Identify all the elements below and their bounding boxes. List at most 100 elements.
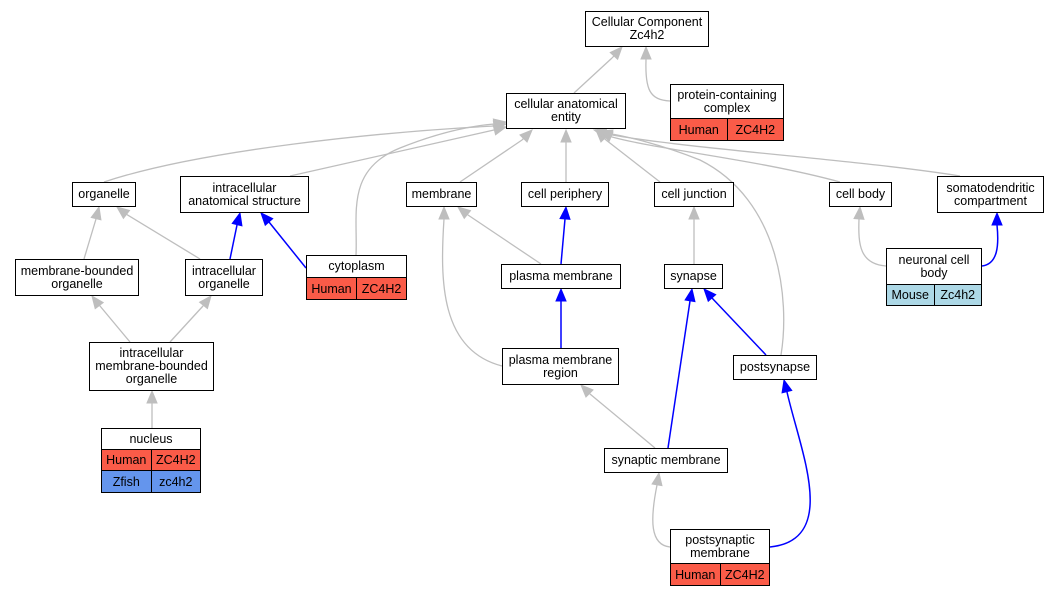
node-label: cellular anatomical (514, 97, 618, 111)
node-protein-containing-complex[interactable]: protein-containing complex (670, 84, 784, 119)
node-label: synaptic membrane (611, 453, 721, 467)
gene-badge: ZC4H2 (150, 450, 200, 470)
arrowhead (231, 211, 243, 227)
node-cytoplasm[interactable]: cytoplasm (306, 255, 407, 278)
edge-somatodendritic-compartment-to-cellular-anatomical-entity (611, 134, 961, 177)
node-cellular-anatomical-entity[interactable]: cellular anatomical entity (506, 93, 626, 129)
species-badge: Zfish (102, 471, 151, 492)
node-label: postsynapse (739, 360, 811, 374)
edge-membrane-bounded-organelle-to-organelle (83, 218, 97, 260)
arrowhead (559, 205, 571, 220)
edge-postsynapse-to-cellular-anatomical-entity (605, 132, 785, 356)
node-postsynapse[interactable]: postsynapse (733, 355, 817, 380)
node-label: organelle (198, 276, 250, 291)
node-synaptic-membrane[interactable]: synaptic membrane (604, 448, 728, 473)
node-label: plasma membrane (509, 269, 613, 283)
edge-neuronal-cell-body-to-somatodendritic-compartment (981, 224, 999, 267)
node-cell-junction[interactable]: cell junction (654, 182, 734, 207)
species-badge: Human (671, 564, 720, 585)
node-synapse[interactable]: synapse (664, 264, 723, 289)
node-organelle[interactable]: organelle (72, 182, 136, 207)
annotation-row: Zfish zc4h2 (101, 471, 201, 493)
node-label: anatomical structure (188, 193, 301, 208)
node-cell-body[interactable]: cell body (829, 182, 892, 207)
node-neuronal-cell-body[interactable]: neuronal cell body (886, 248, 982, 285)
node-label: plasma membrane (508, 352, 613, 367)
edge-cell-body-to-cellular-anatomical-entity (611, 136, 841, 183)
annotation-row: Human ZC4H2 (670, 119, 784, 141)
edge-connector (202, 304, 205, 307)
species-badge: Human (671, 119, 727, 140)
node-label: compartment (954, 193, 1027, 208)
node-label: organelle (78, 187, 130, 201)
edge-postsynaptic-membrane-to-synaptic-membrane (652, 484, 671, 548)
node-plasma-membrane-region[interactable]: plasma membrane region (502, 348, 619, 385)
node-membrane-bounded-organelle[interactable]: membrane-bounded organelle (15, 259, 139, 296)
edge-synaptic-membrane-to-plasma-membrane-region (589, 393, 656, 449)
node-label: cell body (835, 187, 886, 201)
arrowhead (438, 205, 450, 220)
arrowhead (688, 205, 700, 220)
node-intracellular-organelle[interactable]: intracellular organelle (185, 259, 263, 296)
annotation-row: Human ZC4H2 (670, 564, 770, 586)
edge-connector (589, 393, 591, 395)
arrowhead (684, 287, 696, 303)
species-badge: Human (102, 450, 151, 470)
node-label: organelle (51, 276, 103, 291)
node-intracellular-anatomical-structure[interactable]: intracellular anatomical structure (180, 176, 309, 213)
edge-intracellular-membrane-bounded-organelle-to-membrane-bounded-organelle (94, 299, 131, 343)
arrowhead (651, 471, 663, 487)
arrowhead (90, 205, 102, 221)
arrowhead (560, 128, 572, 143)
edge-neuronal-cell-body-to-cell-body (858, 218, 887, 267)
edge-connector (521, 138, 524, 141)
node-label: nucleus (129, 431, 173, 446)
node-label: membrane (411, 187, 472, 201)
node-label: region (543, 365, 578, 380)
annotation-row: Mouse Zc4h2 (886, 285, 982, 306)
node-label: cytoplasm (328, 259, 385, 273)
gene-badge: Zc4h2 (933, 285, 981, 305)
edge-intracellular-membrane-bounded-organelle-to-intracellular-organelle (169, 305, 204, 343)
node-postsynaptic-membrane[interactable]: postsynaptic membrane (670, 529, 770, 564)
arrowhead (91, 294, 105, 310)
node-label: Zc4h2 (629, 28, 665, 42)
arrowhead (781, 378, 793, 394)
node-label: protein-containing (677, 87, 777, 102)
edge-connector (611, 55, 615, 59)
edge-postsynapse-to-synapse (711, 297, 767, 356)
edge-intracellular-organelle-to-organelle (125, 213, 201, 260)
edge-postsynaptic-membrane-to-postsynapse (769, 391, 811, 548)
node-label: neuronal cell (898, 252, 970, 267)
node-label: somatodendritic (946, 180, 1035, 195)
node-label: Cellular Component (591, 15, 703, 29)
gene-badge: ZC4H2 (719, 564, 769, 585)
node-label: organelle (125, 372, 178, 386)
node-membrane[interactable]: membrane (406, 182, 477, 207)
node-label: intracellular (119, 346, 184, 360)
edge-connector (604, 138, 607, 141)
edge-membrane-to-cellular-anatomical-entity (459, 139, 523, 183)
edge-protein-complex-to-root (645, 59, 671, 102)
arrowhead (260, 212, 274, 227)
node-cellular-component[interactable]: Cellular Component Zc4h2 (585, 11, 709, 47)
edge-cytoplasm-to-cellular-anatomical-entity (355, 123, 495, 256)
node-label: membrane-bounded (20, 263, 134, 278)
arrowhead (598, 129, 614, 141)
node-cell-periphery[interactable]: cell periphery (521, 182, 609, 207)
node-plasma-membrane[interactable]: plasma membrane (501, 264, 621, 289)
node-intracellular-membrane-bounded-organelle[interactable]: intracellular membrane-bounded organelle (89, 342, 214, 391)
edge-intracellular-organelle-to-intracellular-anatomical-structure (229, 224, 238, 260)
node-label: cell junction (661, 187, 727, 201)
annotation-row: Human ZC4H2 (306, 278, 407, 300)
node-somatodendritic-compartment[interactable]: somatodendritic compartment (937, 176, 1044, 213)
node-label: intracellular (192, 263, 256, 278)
edge-cell-junction-to-cellular-anatomical-entity (605, 139, 661, 183)
edge-plasma-membrane-to-cell-periphery (560, 218, 566, 265)
node-label: membrane (690, 545, 750, 560)
node-label: intracellular (212, 180, 277, 195)
node-nucleus[interactable]: nucleus (101, 428, 201, 450)
arrowhead (555, 287, 567, 302)
edge-connector (466, 213, 469, 216)
